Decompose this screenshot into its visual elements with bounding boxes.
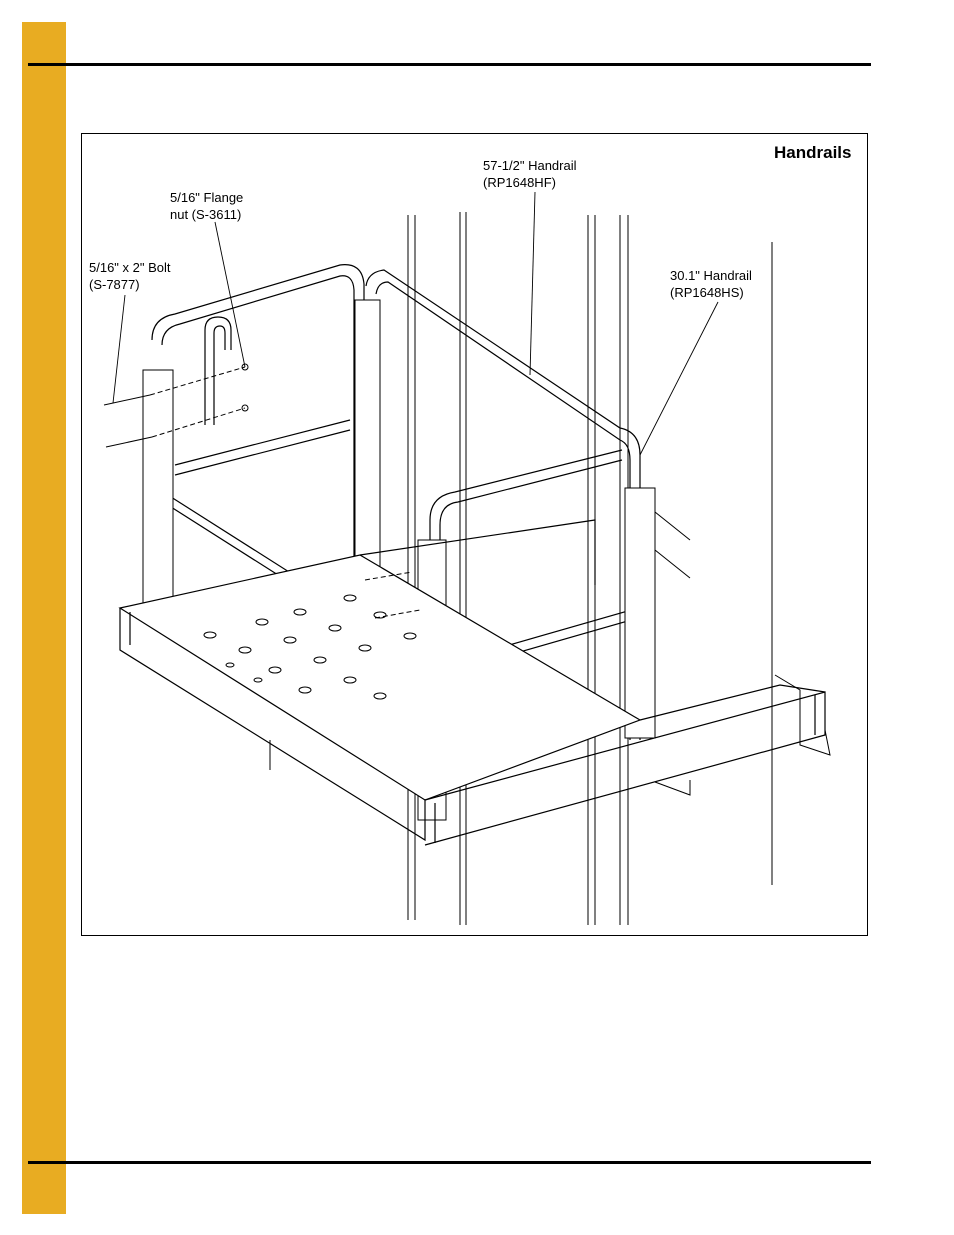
handrail-long-back bbox=[151, 264, 641, 740]
handrail-short bbox=[204, 316, 623, 565]
figure-title: Handrails bbox=[774, 143, 852, 162]
callout-flange-nut: 5/16" Flange nut (S-3611) bbox=[170, 190, 244, 222]
figure-frame bbox=[81, 133, 868, 936]
support-bracket bbox=[269, 674, 831, 796]
header-rule bbox=[28, 63, 871, 66]
callout-handrail-short: 30.1" Handrail (RP1648HS) bbox=[670, 268, 752, 300]
footer-rule bbox=[28, 1161, 871, 1164]
side-tab bbox=[22, 22, 66, 1214]
floor-holes bbox=[203, 594, 417, 700]
column-lines bbox=[407, 212, 773, 925]
callout-bolt: 5/16" x 2" Bolt (S-7877) bbox=[89, 260, 171, 292]
leader-lines bbox=[112, 191, 719, 456]
bolts-left bbox=[103, 363, 249, 448]
callout-handrail-long: 57-1/2" Handrail (RP1648HF) bbox=[483, 158, 577, 190]
platform-frame bbox=[118, 519, 826, 846]
platform-handrail-drawing bbox=[103, 191, 831, 925]
bolts-right bbox=[364, 511, 691, 619]
